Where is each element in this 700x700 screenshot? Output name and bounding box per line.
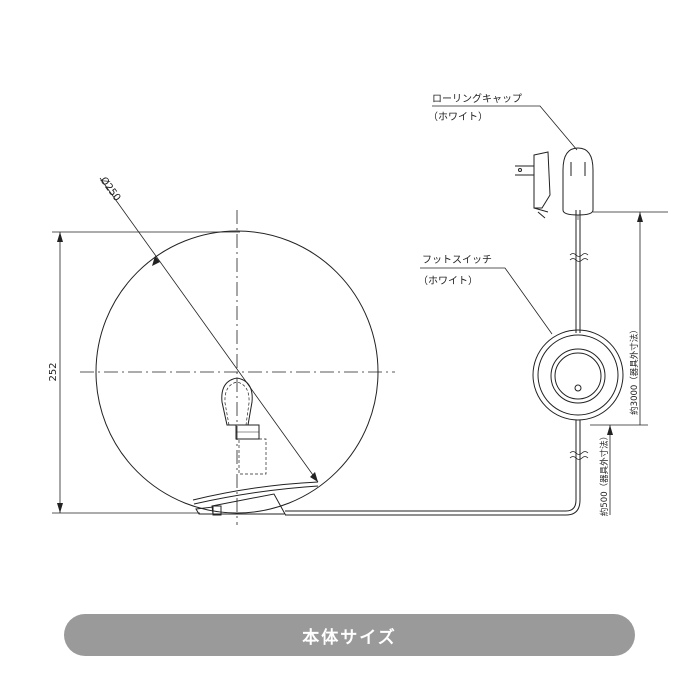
- cord-break-bottom: [569, 451, 589, 460]
- foot-switch-color-label: （ホワイト）: [418, 275, 478, 287]
- foot-switch-label: フットスイッチ: [422, 254, 492, 266]
- side-plug: [515, 151, 551, 219]
- main-cord-length-label: 約3000（器具外寸法）: [629, 325, 640, 415]
- rolling-cap: [562, 147, 594, 220]
- diameter-label: Ø250: [98, 175, 124, 204]
- height-arrow-top: [57, 232, 63, 242]
- foot-switch: [532, 329, 624, 421]
- diameter-arrow-bottom: [310, 472, 318, 482]
- lamp-base: [192, 481, 319, 516]
- section-banner: 本体サイズ: [64, 614, 635, 656]
- switch-cord-length-label: 約500（器具外寸法）: [599, 432, 610, 516]
- rolling-cap-color-label: （ホワイト）: [428, 111, 488, 123]
- height-arrow-bottom: [57, 503, 63, 513]
- diameter-arrow-top: [152, 256, 160, 266]
- power-cord: [285, 210, 581, 516]
- foot-switch-leader: [420, 267, 553, 335]
- banner-title: 本体サイズ: [302, 627, 397, 648]
- rolling-cap-leader: [432, 105, 578, 151]
- diameter-dimension-line: [99, 177, 319, 483]
- rolling-cap-label: ローリングキャップ: [432, 92, 522, 105]
- bulb-socket: [221, 377, 267, 475]
- cord-break-top: [569, 253, 589, 262]
- height-label: 252: [48, 362, 59, 381]
- main-cord-arrow: [637, 212, 643, 222]
- switch-cord-arrow: [607, 425, 613, 435]
